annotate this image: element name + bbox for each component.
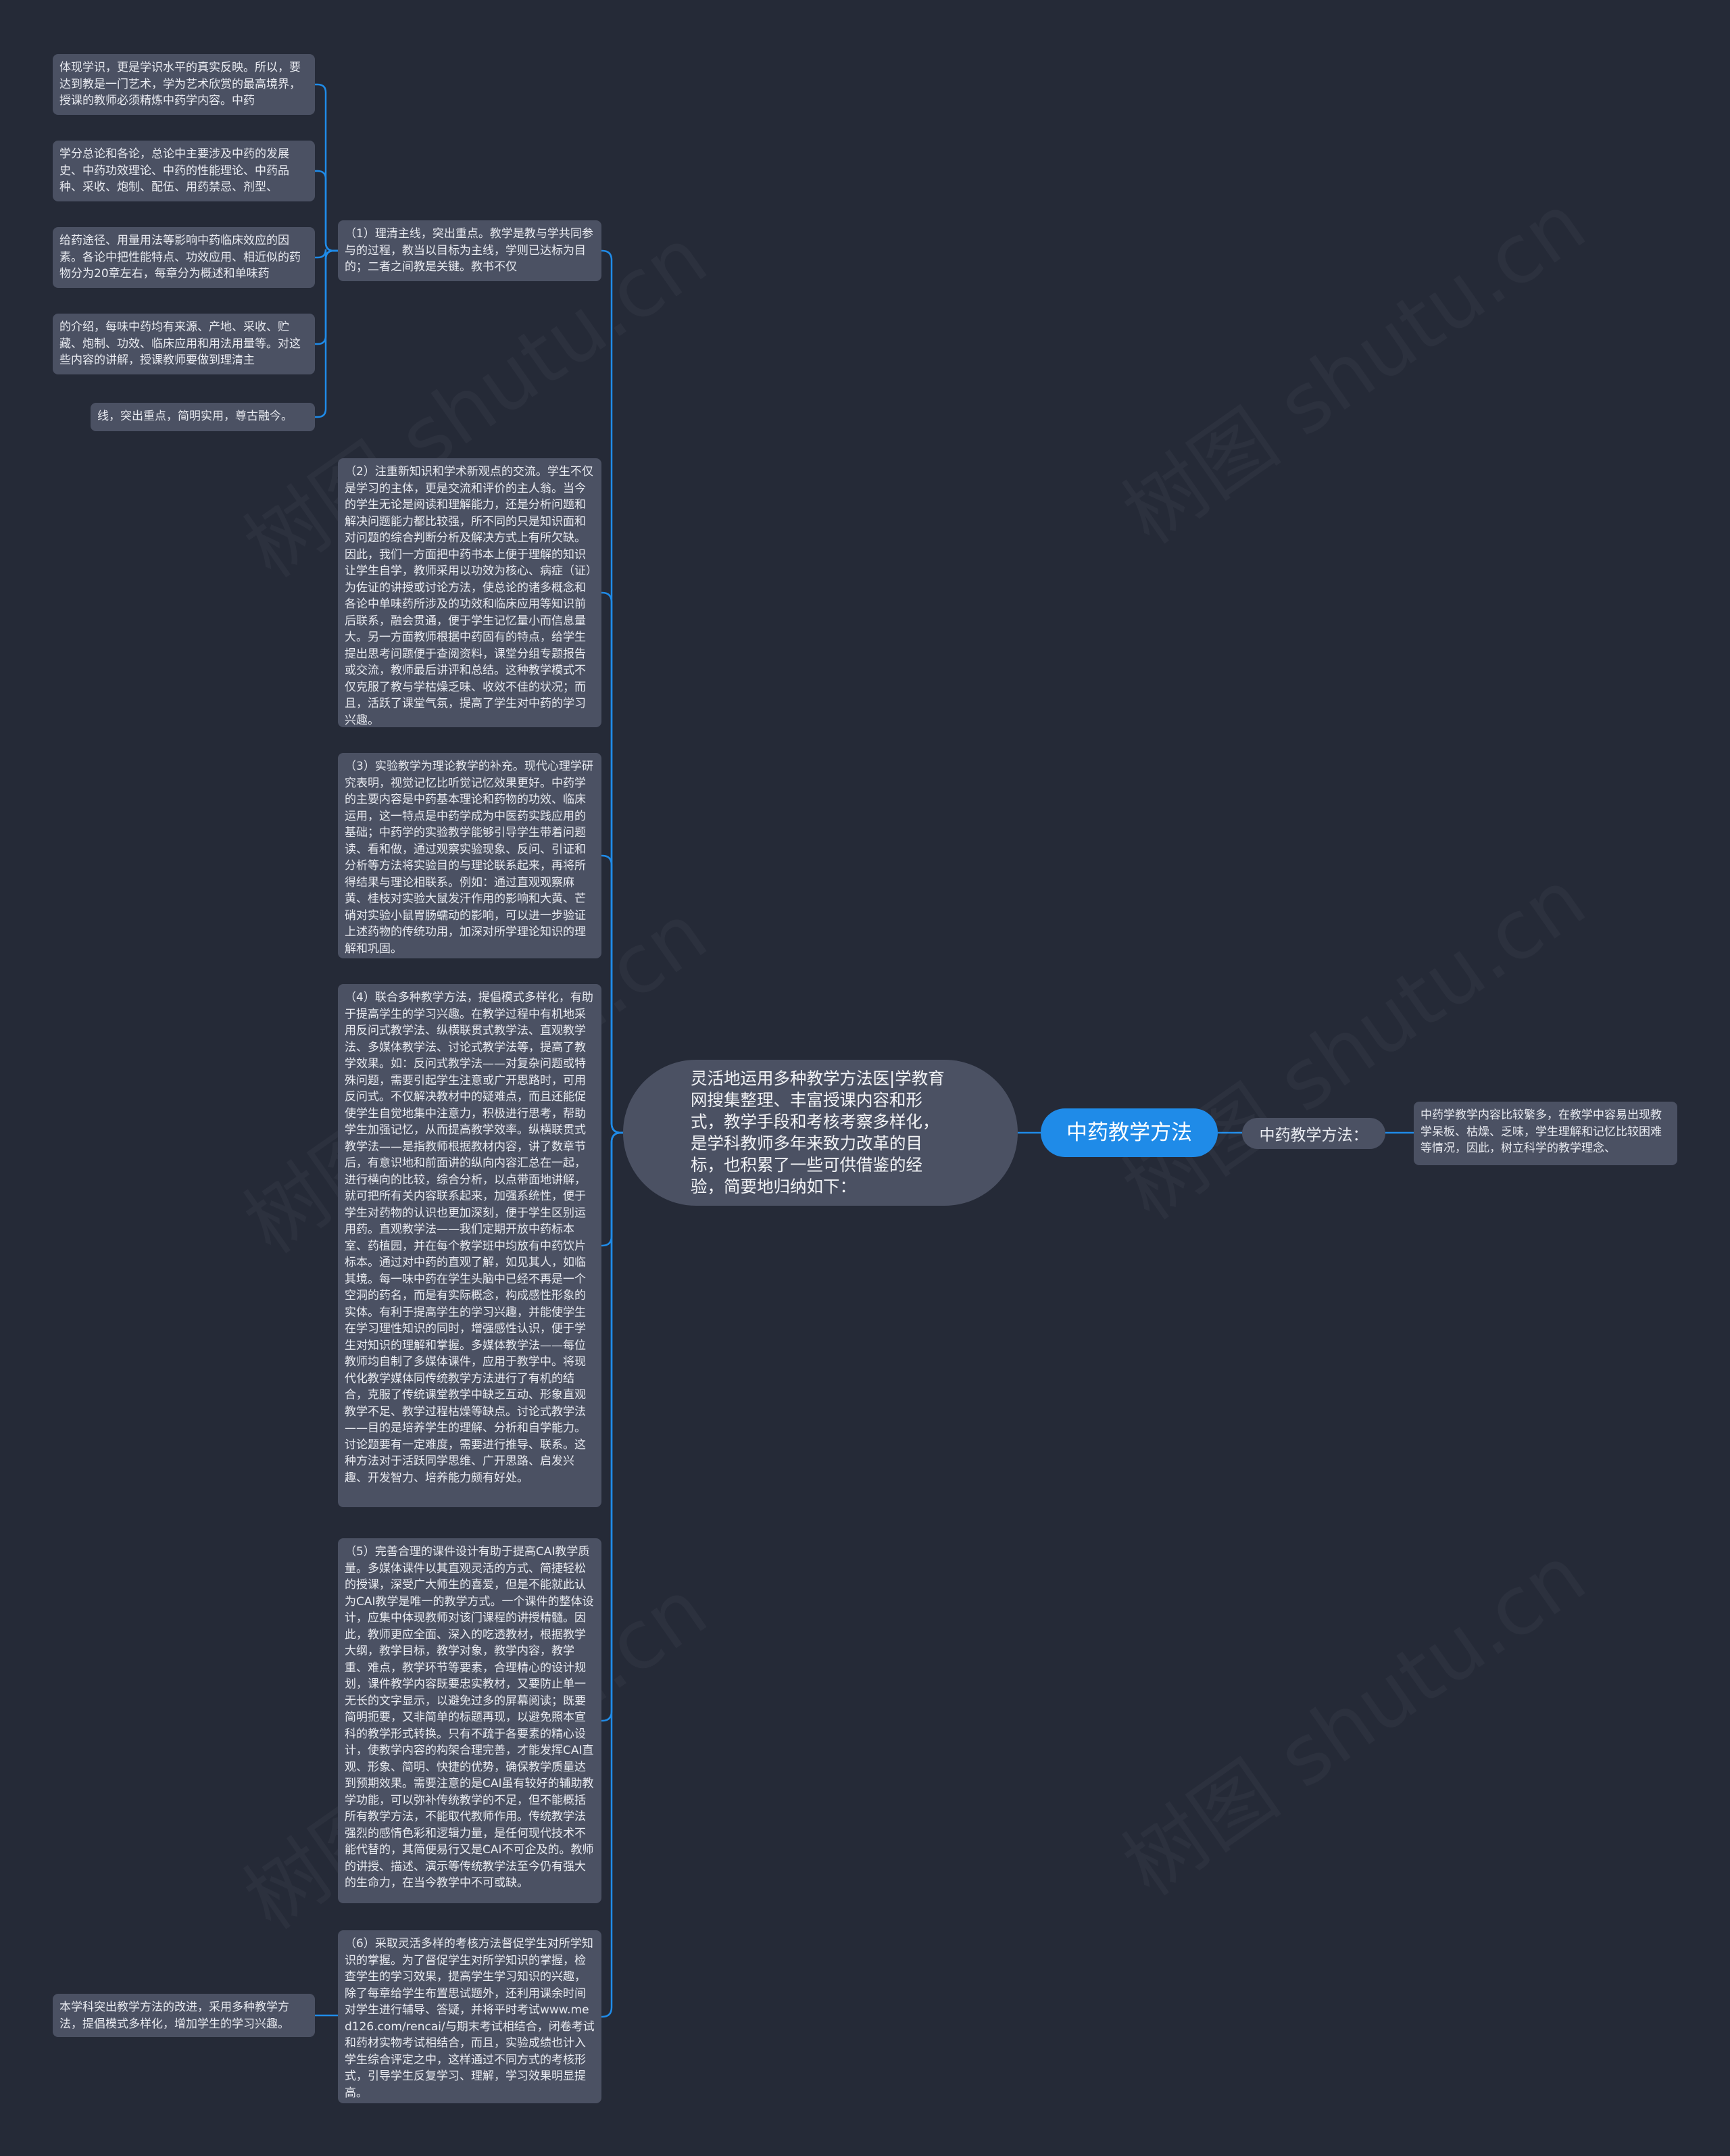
leaf-node-b6[interactable]: 本学科突出教学方法的改进，采用多种教学方法，提倡模式多样化，增加学生的学习兴趣。 [53, 1994, 315, 2037]
leaf-node-b1-4[interactable]: 的介绍，每味中药均有来源、产地、采收、贮藏、炮制、功效、临床应用和用法用量等。对… [53, 314, 315, 374]
branch-node-4[interactable]: （4）联合多种教学方法，提倡模式多样化，有助于提高学生的学习兴趣。在教学过程中有… [338, 984, 601, 1507]
center-node-text: 灵活地运用多种教学方法医|学教育网搜集整理、丰富授课内容和形式，教学手段和考核考… [691, 1069, 945, 1196]
b1-leaf-connector-5 [315, 249, 338, 418]
leaf-node-b1-2[interactable]: 学分总论和各论，总论中主要涉及中药的发展史、中药功效理论、中药的性能理论、中药品… [53, 141, 315, 201]
leaf-node-b1-3[interactable]: 给药途径、用量用法等影响中药临床效应的因素。各论中把性能特点、功效应用、相近似的… [53, 227, 315, 288]
leaf-node-b1-1[interactable]: 体现学识，更是学识水平的真实反映。所以，要达到教是一门艺术，学为艺术欣赏的最高境… [53, 54, 315, 115]
branch-node-3[interactable]: （3）实验教学为理论教学的补充。现代心理学研究表明，视觉记忆比听觉记忆效果更好。… [338, 753, 601, 958]
root-node[interactable]: 中药教学方法 [1041, 1108, 1218, 1157]
center-node[interactable]: 灵活地运用多种教学方法医|学教育网搜集整理、丰富授课内容和形式，教学手段和考核考… [623, 1060, 1018, 1206]
b1-leaf-connector-2 [315, 170, 338, 252]
branch-node-5[interactable]: （5）完善合理的课件设计有助于提高CAI教学质量。多媒体课件以其直观灵活的方式、… [338, 1538, 601, 1903]
branch-connector-6 [601, 1131, 623, 2018]
branch-node-2[interactable]: （2）注重新知识和学术新观点的交流。学生不仅是学习的主体，更是交流和评价的主人翁… [338, 458, 601, 727]
branch-node-1[interactable]: （1）理清主线，突出重点。教学是教与学共同参与的过程，教当以目标为主线，学则已达… [338, 220, 601, 281]
branch-node-6[interactable]: （6）采取灵活多样的考核方法督促学生对所学知识的掌握。为了督促学生对所学知识的掌… [338, 1930, 601, 2103]
right-label-node[interactable]: 中药教学方法： [1242, 1118, 1385, 1149]
branch-connector-3 [601, 854, 623, 1134]
right-leaf-node[interactable]: 中药学教学内容比较繁多，在教学中容易出现教学呆板、枯燥、乏味，学生理解和记忆比较… [1414, 1102, 1677, 1165]
leaf-node-b1-5[interactable]: 线，突出重点，简明实用，尊古融今。 [91, 403, 315, 431]
